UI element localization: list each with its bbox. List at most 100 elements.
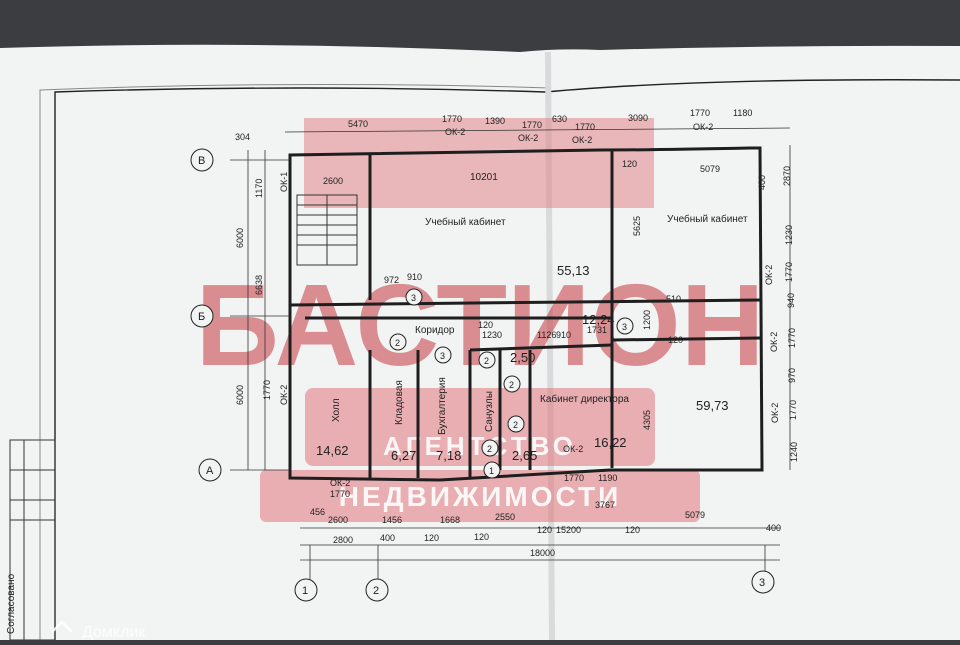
storage-label: Кладовая [394,380,405,425]
svg-text:2600: 2600 [328,515,348,525]
toilet-area-a: 2,50 [510,350,535,365]
svg-text:456: 456 [310,507,325,517]
classroom1-label: Учебный кабинет [425,216,506,228]
director-area: 16,22 [594,435,627,450]
svg-text:1170: 1170 [254,179,264,198]
corridor-label: Коридор [415,325,455,336]
svg-text:400: 400 [766,523,781,533]
svg-text:120: 120 [625,525,640,535]
svg-text:120: 120 [474,532,489,542]
bottom-dimensions: 456 2600 1456 1668 2550 3767 5079 2800 4… [310,500,781,558]
walls [288,146,764,482]
svg-text:400: 400 [757,175,767,190]
svg-text:ОК-2: ОК-2 [764,265,774,285]
room-labels: 10201 Учебный кабинет 55,13 Учебный каби… [316,172,748,463]
svg-text:120: 120 [424,533,439,543]
door-labels: 3 2 3 2 2 2 2 3 1 [395,293,627,476]
svg-text:5079: 5079 [700,164,720,174]
svg-text:1770: 1770 [262,380,272,400]
svg-text:6000: 6000 [235,385,245,405]
staircase [296,194,358,266]
svg-text:1240: 1240 [789,442,799,462]
watermark-line1: АГЕНТСТВО [383,431,577,461]
domclick-text: Домклик [82,624,146,640]
svg-text:910: 910 [407,272,422,282]
svg-text:3090: 3090 [628,113,648,123]
svg-text:1230: 1230 [482,330,502,340]
svg-text:1731: 1731 [587,325,607,335]
axis-col-2: 2 [373,585,379,597]
svg-text:1668: 1668 [440,515,460,525]
svg-text:ОК-2: ОК-2 [279,385,289,405]
svg-text:3: 3 [622,322,627,332]
svg-text:1456: 1456 [382,515,402,525]
svg-text:5079: 5079 [685,510,705,520]
svg-text:2870: 2870 [782,166,792,186]
axis-row-a: А [206,465,214,477]
sheet-frame [54,79,960,640]
svg-text:1770: 1770 [788,400,798,420]
accounting-area: 7,18 [436,448,461,463]
svg-text:400: 400 [380,533,395,543]
storage-area: 6,27 [391,448,416,463]
toilet-area-b: 2,65 [512,448,537,463]
svg-text:ОК-2: ОК-2 [445,127,465,137]
svg-text:1: 1 [489,466,494,476]
svg-text:ОК-2: ОК-2 [770,403,780,423]
svg-text:1770: 1770 [784,262,794,282]
svg-text:970: 970 [787,368,797,383]
director-label: Кабинет директора [540,393,629,405]
hall-label: Холл [331,398,342,422]
door-markers [389,288,634,479]
watermark-line2: НЕДВИЖИМОСТИ [339,481,621,512]
right-dimensions: 2870 1230 1770 940 1770 970 1770 1240 [782,166,799,462]
window-marks: ОК-1 ОК-2 ОК-2 ОК-2 ОК-2 ОК-2 ОК-2 ОК-2 … [279,122,780,488]
svg-text:15200: 15200 [556,525,581,535]
svg-text:1200: 1200 [642,310,652,330]
axis-row-v: В [198,155,205,167]
svg-text:2: 2 [509,380,514,390]
svg-text:972: 972 [384,275,399,285]
svg-text:2: 2 [395,338,400,348]
svg-text:3: 3 [440,351,445,361]
stamp-text: Согласовано [6,573,17,634]
svg-text:1770: 1770 [442,114,462,124]
top-dimensions: 304 5470 1770 1390 1770 630 1770 3090 17… [235,108,752,142]
svg-text:120: 120 [537,525,552,535]
svg-text:6638: 6638 [254,275,264,295]
svg-text:120: 120 [622,159,637,169]
hall-area: 14,62 [316,443,349,458]
svg-text:2600: 2600 [323,176,343,186]
svg-text:2: 2 [484,356,489,366]
svg-text:940: 940 [786,293,796,308]
svg-text:1770: 1770 [690,108,710,118]
misc-dimensions: 2600 5079 5625 972 910 120 1230 1126 910… [323,159,767,499]
svg-text:1180: 1180 [733,108,752,118]
svg-text:18000: 18000 [530,548,555,558]
svg-text:ОК-2: ОК-2 [518,133,538,143]
svg-text:120: 120 [668,335,683,345]
svg-text:2550: 2550 [495,512,515,522]
paper-sheet [0,44,960,641]
corridor-area: 12,24 [582,312,615,327]
classroom1-area: 55,13 [557,263,590,278]
svg-text:1770: 1770 [787,328,797,348]
dimension-lines [230,127,791,582]
svg-text:ОК-2: ОК-2 [563,444,583,454]
axis-row-b: Б [198,311,205,323]
svg-text:510: 510 [666,294,681,304]
svg-text:5625: 5625 [632,216,642,236]
svg-text:ОК-2: ОК-2 [572,135,592,145]
left-dimensions: 1170 6000 6638 1770 6000 [235,179,272,405]
svg-text:630: 630 [552,114,567,124]
svg-text:1770: 1770 [575,122,595,132]
svg-text:ОК-2: ОК-2 [769,332,779,352]
svg-text:304: 304 [235,132,250,142]
classroom1-length: 10201 [470,172,498,183]
svg-text:1126: 1126 [537,330,556,340]
svg-text:6000: 6000 [235,228,245,248]
axis-col-3: 3 [759,577,765,589]
svg-text:4305: 4305 [642,410,652,430]
svg-text:120: 120 [478,320,493,330]
